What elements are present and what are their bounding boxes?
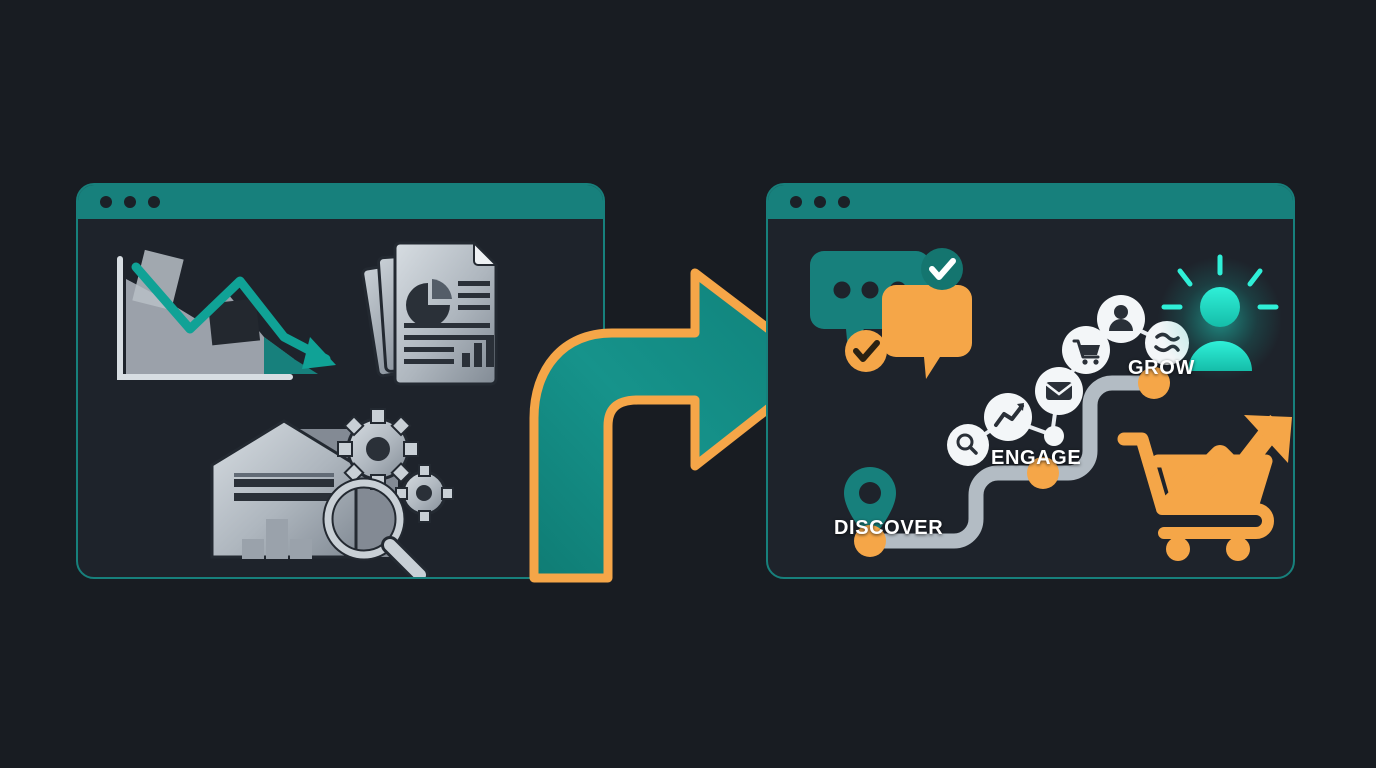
- journey-label-discover: DISCOVER: [834, 517, 944, 539]
- node-trending-up: [984, 393, 1032, 441]
- chat-bubbles-icon: [810, 248, 972, 379]
- after-window-body: [768, 219, 1293, 577]
- node-shopping-cart: [1062, 326, 1110, 374]
- window-dot-1: [790, 196, 802, 208]
- before-icons-group: [117, 240, 499, 577]
- window-dot-2: [814, 196, 826, 208]
- after-icons-group: [810, 248, 1292, 561]
- journey-label-grow: GROW: [1128, 357, 1195, 379]
- check-badge-orange: [845, 330, 887, 372]
- journey-label-engage: ENGAGE: [991, 447, 1082, 469]
- arrow-shape: [529, 268, 825, 583]
- window-dot-2: [124, 196, 136, 208]
- declining-chart-icon: [117, 249, 336, 380]
- window-dot-1: [100, 196, 112, 208]
- check-badge-teal: [921, 248, 963, 290]
- node-envelope: [1035, 367, 1083, 415]
- journey-node-discover: [854, 525, 886, 557]
- magnifier-icon: [322, 477, 429, 577]
- journey-node-grow: [1138, 367, 1170, 399]
- node-search: [947, 424, 989, 466]
- location-pin-icon: [844, 467, 896, 541]
- before-window-titlebar: [78, 185, 603, 219]
- orange-chat-bubble: [882, 285, 972, 379]
- before-window-body: [78, 219, 603, 577]
- network-nodes-icon: [947, 295, 1189, 466]
- warehouse-gears-magnifier-icon: [210, 408, 454, 577]
- cart-growth-icon: [1117, 414, 1292, 561]
- window-dot-3: [148, 196, 160, 208]
- glow-rays-icon: [1161, 254, 1279, 310]
- glowing-user-icon: [1158, 254, 1282, 381]
- after-state-window: [766, 183, 1295, 579]
- transformation-arrow: [520, 248, 840, 593]
- gear-small-icon: [395, 464, 454, 523]
- after-window-titlebar: [768, 185, 1293, 219]
- node-junction-dot: [1044, 426, 1064, 446]
- node-user: [1097, 295, 1145, 343]
- gear-large-icon: [337, 408, 419, 490]
- before-state-window: [76, 183, 605, 579]
- journey-node-engage: [1027, 457, 1059, 489]
- reports-stack-icon: [361, 240, 499, 386]
- window-dot-3: [838, 196, 850, 208]
